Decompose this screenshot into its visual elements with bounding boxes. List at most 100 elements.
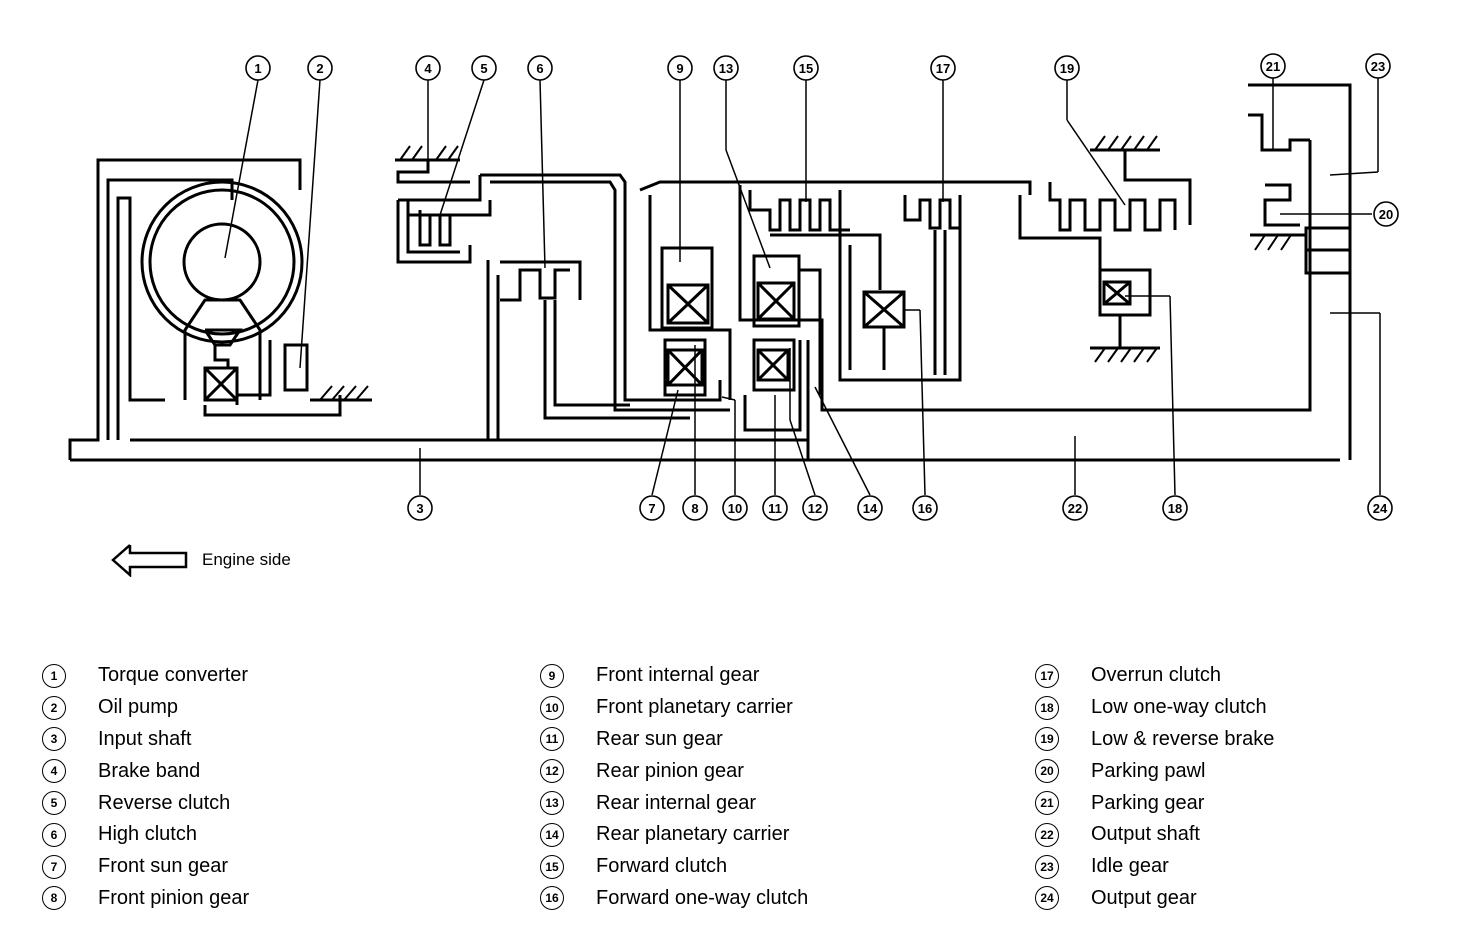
legend-label: Front sun gear xyxy=(98,855,229,878)
legend-label: Output gear xyxy=(1091,886,1197,909)
callout-markers: 1 2 3 4 5 6 7 8 9 10 11 12 13 14 15 16 1… xyxy=(245,53,1399,521)
legend-label: Rear pinion gear xyxy=(596,759,744,782)
leader-lines xyxy=(224,78,1381,496)
legend-number: 5 xyxy=(42,791,66,816)
svg-text:14: 14 xyxy=(863,501,878,516)
svg-text:17: 17 xyxy=(936,61,950,76)
legend-item: 3 Input shaft xyxy=(42,724,249,756)
low-one-way-clutch xyxy=(1090,268,1160,363)
legend-label: Low one-way clutch xyxy=(1091,696,1267,719)
legend-number: 16 xyxy=(540,886,564,911)
callout-6: 6 xyxy=(527,55,553,81)
callout-9: 9 xyxy=(667,55,693,81)
svg-text:24: 24 xyxy=(1373,501,1388,516)
svg-text:15: 15 xyxy=(799,61,813,76)
callout-14: 14 xyxy=(857,495,883,521)
legend-label: Input shaft xyxy=(98,727,192,750)
front-planetary xyxy=(639,180,732,400)
brake-band xyxy=(395,145,730,412)
legend-label: High clutch xyxy=(98,823,197,846)
legend-label: Brake band xyxy=(98,759,201,782)
legend-number: 12 xyxy=(540,759,564,784)
legend-number: 11 xyxy=(540,727,564,752)
svg-text:13: 13 xyxy=(719,61,733,76)
legend-label: Front pinion gear xyxy=(98,886,250,909)
legend-number: 15 xyxy=(540,854,564,879)
legend-label: Front internal gear xyxy=(596,664,760,687)
input-shaft xyxy=(70,438,1340,462)
callout-8: 8 xyxy=(682,495,708,521)
legend-item: 6 High clutch xyxy=(42,819,249,851)
callout-1: 1 xyxy=(245,55,271,81)
svg-text:8: 8 xyxy=(691,501,698,516)
forward-clutch xyxy=(730,180,1032,382)
callout-4: 4 xyxy=(415,55,441,81)
svg-text:21: 21 xyxy=(1266,59,1280,74)
svg-text:9: 9 xyxy=(676,61,683,76)
svg-text:6: 6 xyxy=(536,61,543,76)
svg-text:4: 4 xyxy=(424,61,432,76)
svg-text:7: 7 xyxy=(648,501,655,516)
engine-side-label: Engine side xyxy=(202,550,291,569)
oil-pump xyxy=(283,343,372,402)
svg-text:1: 1 xyxy=(254,61,261,76)
legend-label: Parking gear xyxy=(1091,791,1205,814)
callout-10: 10 xyxy=(722,495,748,521)
callout-22: 22 xyxy=(1062,495,1088,521)
legend-number: 9 xyxy=(540,663,564,688)
legend-number: 19 xyxy=(1035,727,1059,752)
legend-label: Parking pawl xyxy=(1091,759,1206,782)
legend-label: Forward clutch xyxy=(596,855,728,878)
low-reverse-brake xyxy=(1018,135,1192,270)
legend-item: 9 Front internal gear xyxy=(540,660,808,692)
svg-text:23: 23 xyxy=(1371,59,1385,74)
legend-number: 7 xyxy=(42,854,66,879)
svg-text:2: 2 xyxy=(316,61,323,76)
svg-text:18: 18 xyxy=(1168,501,1182,516)
legend-label: Idle gear xyxy=(1091,855,1169,878)
legend-label: Reverse clutch xyxy=(98,791,231,814)
callout-23: 23 xyxy=(1365,53,1391,79)
callout-11: 11 xyxy=(762,495,788,521)
svg-text:16: 16 xyxy=(918,501,932,516)
callout-15: 15 xyxy=(793,55,819,81)
svg-text:5: 5 xyxy=(480,61,487,76)
forward-one-way-clutch xyxy=(862,290,906,370)
legend-item: 10 Front planetary carrier xyxy=(540,692,808,724)
callout-19: 19 xyxy=(1054,55,1080,81)
legend-number: 10 xyxy=(540,695,564,720)
callout-3: 3 xyxy=(407,495,433,521)
callout-18: 18 xyxy=(1162,495,1188,521)
legend-label: Rear planetary carrier xyxy=(596,823,790,846)
torque-converter xyxy=(68,158,342,460)
svg-text:20: 20 xyxy=(1379,207,1393,222)
overrun-clutch xyxy=(903,195,962,375)
callout-24: 24 xyxy=(1367,495,1393,521)
legend-label: Front planetary carrier xyxy=(596,696,793,719)
callout-12: 12 xyxy=(802,495,828,521)
legend-item: 15 Forward clutch xyxy=(540,851,808,883)
svg-text:3: 3 xyxy=(416,501,423,516)
high-clutch xyxy=(486,260,690,440)
left-arrow-icon xyxy=(111,544,188,577)
legend-number: 6 xyxy=(42,822,66,847)
rear-planetary xyxy=(738,140,1312,460)
legend-item: 12 Rear pinion gear xyxy=(540,755,808,787)
legend-label: Oil pump xyxy=(98,696,179,719)
legend-column-2: 9 Front internal gear 10 Front planetary c… xyxy=(540,660,808,914)
svg-text:10: 10 xyxy=(728,501,742,516)
legend-number: 3 xyxy=(42,727,66,752)
legend-number: 17 xyxy=(1035,663,1059,688)
